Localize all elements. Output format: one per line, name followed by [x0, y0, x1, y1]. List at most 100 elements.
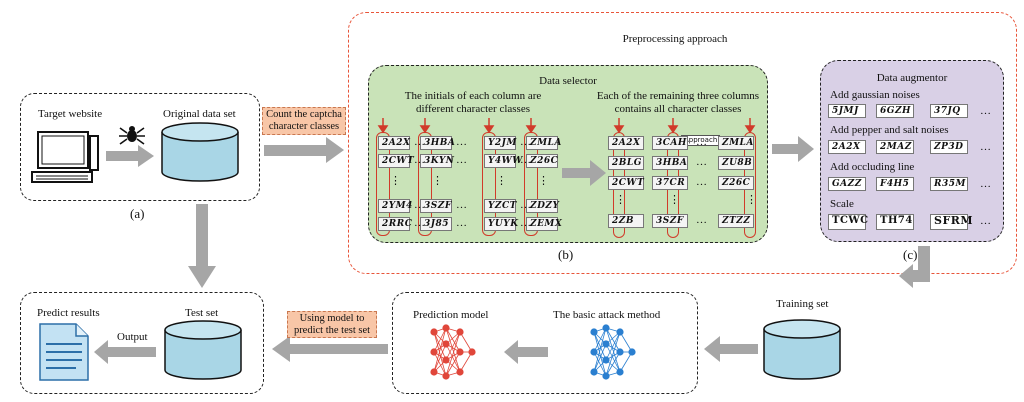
scale-label: Scale: [830, 198, 854, 210]
ellipsis: …: [520, 154, 531, 166]
right-captcha-0-2: ZMLA: [718, 136, 754, 150]
left-captcha-2-2: YZCT: [484, 199, 516, 213]
ellipsis: …: [980, 105, 991, 117]
arrow-model-to-test: [272, 336, 388, 362]
augment-sample-scale-0: TCWC: [828, 214, 868, 230]
augment-sample-occluding-1: F4H5: [876, 177, 914, 191]
right-captcha-0-1: 3CAH: [652, 136, 688, 150]
left-captcha-1-2: Y4WW: [484, 154, 522, 168]
augment-sample-gaussian-2: 37JQ: [930, 104, 968, 118]
training-set-cylinder: [763, 319, 841, 380]
original-data-set-label: Original data set: [163, 108, 236, 120]
using-model-line-1: Using model to: [299, 313, 365, 324]
right-captcha-3-2: ZTZZ: [718, 214, 754, 228]
right-captcha-0-0: 2A2X: [608, 136, 644, 150]
arrow-attack-to-model: [504, 340, 548, 364]
vertical-dots: ⋮: [615, 194, 626, 206]
arrow-dataset-to-test: [188, 204, 216, 288]
data-selector-title: Data selector: [539, 75, 597, 87]
ellipsis: …: [414, 217, 425, 229]
augment-sample-occluding-2: R35M: [930, 177, 968, 191]
left-captcha-0-1: 3HBA: [420, 136, 455, 150]
arrow-website-to-dataset: [106, 145, 154, 167]
vertical-dots: ⋮: [669, 194, 680, 206]
ellipsis: …: [456, 199, 467, 211]
right-captcha-2-0: 2CWT: [608, 176, 644, 190]
augment-sample-pepper-1: 2MAZ: [876, 140, 914, 154]
ellipsis: …: [456, 154, 467, 166]
augment-sample-pepper-0: 2A2X: [828, 140, 866, 154]
document-icon: [39, 323, 89, 381]
vertical-dots: ⋮: [538, 175, 549, 187]
left-captcha-2-3: ZDZY: [526, 199, 559, 213]
arrow-test-to-results: [94, 340, 156, 364]
vertical-dots: ⋮: [432, 175, 443, 187]
left-captcha-0-2: Y2JM: [484, 136, 516, 150]
prediction-model-label: Prediction model: [413, 309, 489, 321]
arrow-a-to-b: [264, 137, 344, 163]
training-set-label: Training set: [776, 298, 829, 310]
augment-sample-scale-1: TH74: [876, 214, 914, 230]
augment-sample-scale-2: SFRM: [930, 214, 973, 230]
count-label-line-1: Count the captcha: [266, 109, 342, 120]
right-captcha-1-1: 3HBA: [652, 156, 688, 170]
augment-sample-gaussian-0: 5JMJ: [828, 104, 866, 118]
augment-sample-gaussian-1: 6GZH: [876, 104, 914, 118]
left-captcha-3-3: ZEMX: [526, 217, 562, 231]
target-website-label: Target website: [38, 108, 103, 120]
output-label: Output: [117, 331, 148, 343]
results-panel: [20, 292, 264, 394]
left-captcha-1-0: 2CWT: [378, 154, 414, 168]
ellipsis: …: [520, 217, 531, 229]
occluding-label: Add occluding line: [830, 161, 915, 173]
left-captcha-0-0: 2A2X: [378, 136, 410, 150]
left-description-line-1: The initials of each column are: [404, 90, 542, 102]
arrow-training-to-model: [704, 336, 758, 362]
data-augmentor-title: Data augmentor: [876, 72, 948, 84]
basic-attack-label: The basic attack method: [553, 309, 661, 321]
right-captcha-2-2: Z26C: [718, 176, 754, 190]
ellipsis: …: [414, 199, 425, 211]
left-captcha-1-1: 3KYN: [420, 154, 454, 168]
panel-a: [20, 93, 260, 201]
left-captcha-3-2: YUYK: [484, 217, 518, 231]
augment-sample-occluding-0: GAZZ: [828, 177, 866, 191]
left-captcha-3-1: 3J85: [420, 217, 452, 231]
basic-attack-network-icon: [590, 324, 636, 380]
augment-sample-pepper-2: ZP3D: [930, 140, 968, 154]
gaussian-label: Add gaussian noises: [830, 89, 920, 101]
right-description-line-1: Each of the remaining three columns: [596, 90, 760, 102]
ellipsis: …: [696, 176, 707, 188]
vertical-dots: ⋮: [746, 194, 757, 206]
ellipsis: …: [520, 199, 531, 211]
vertical-dots: ⋮: [496, 175, 507, 187]
spider-icon: [119, 126, 145, 145]
panel-c-label: (c): [903, 247, 918, 262]
left-captcha-2-1: 3SZF: [420, 199, 452, 213]
computer-icon: [31, 131, 99, 183]
right-captcha-3-0: 2ZB: [608, 214, 644, 228]
left-captcha-0-3: ZMLA: [526, 136, 561, 150]
using-model-label: Using model to predict the test set: [287, 311, 377, 338]
using-model-line-2: predict the test set: [293, 325, 371, 336]
ellipsis: …: [980, 215, 991, 227]
ellipsis: …: [696, 136, 707, 148]
ellipsis: …: [456, 217, 467, 229]
panel-a-label: (a): [130, 206, 145, 221]
test-set-label: Test set: [185, 307, 219, 319]
left-description-line-2: different character classes: [415, 103, 530, 115]
ellipsis: …: [696, 214, 707, 226]
right-description-line-2: contains all character classes: [614, 103, 742, 115]
test-set-cylinder: [164, 320, 242, 380]
pepper-label: Add pepper and salt noises: [830, 124, 949, 136]
left-captcha-2-0: 2YM4: [378, 199, 412, 213]
model-panel: [392, 292, 698, 394]
count-classes-label: Count the captcha character classes: [262, 107, 346, 135]
left-captcha-3-0: 2RRC: [378, 217, 412, 231]
ellipsis: …: [456, 136, 467, 148]
right-captcha-1-0: 2BLG: [608, 156, 644, 170]
arrow-c-to-training: [899, 246, 930, 288]
ellipsis: …: [414, 136, 425, 148]
original-data-set-cylinder: [161, 122, 239, 182]
